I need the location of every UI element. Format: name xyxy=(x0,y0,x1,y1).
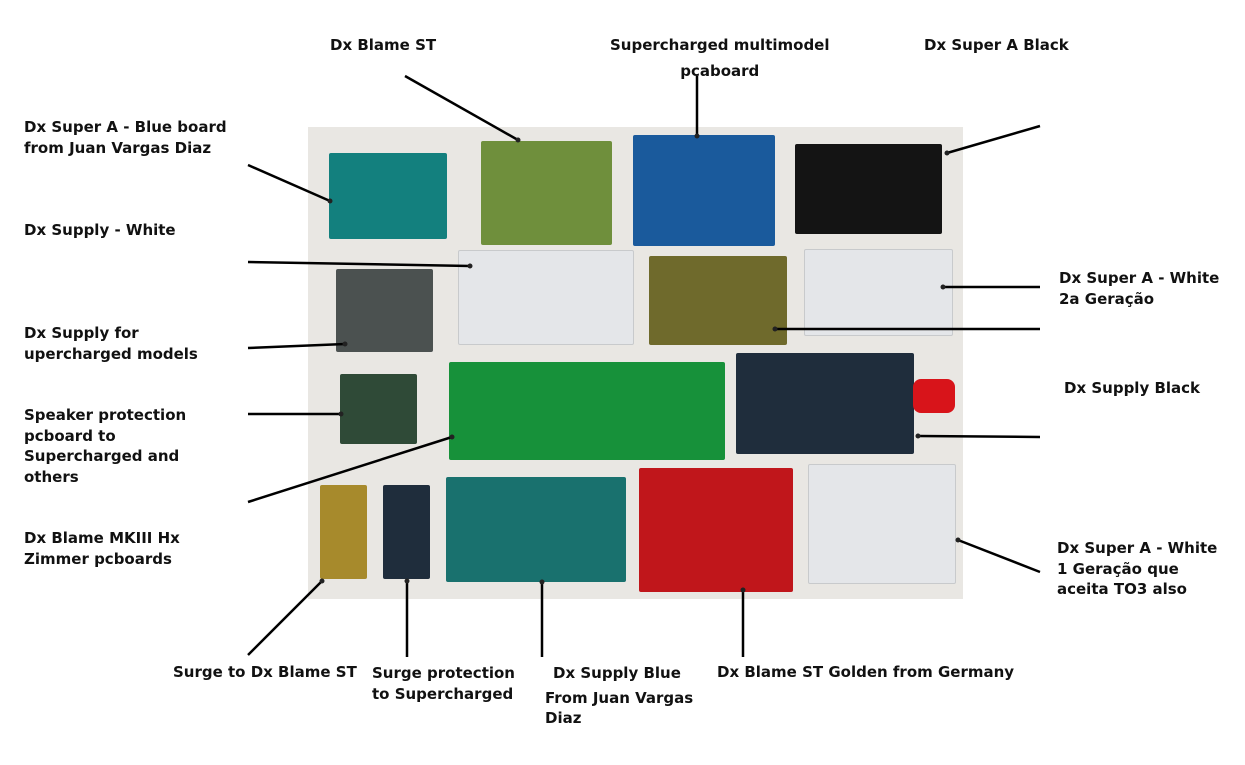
pcb-supercharged-multimodel xyxy=(633,135,775,246)
leader-supply-super xyxy=(247,342,346,350)
pcb-supply-brown xyxy=(649,256,787,345)
pcb-super-a-white-2 xyxy=(804,249,953,336)
label-blame-st: Dx Blame ST xyxy=(330,36,437,54)
label-super-a-black: Dx Super A Black xyxy=(924,36,1069,54)
leader-surge-blame xyxy=(247,580,323,656)
pcb-mkiii-green xyxy=(449,362,725,460)
leader-super-a-white1 xyxy=(957,538,1041,574)
pcb-supply-super-gray xyxy=(336,269,433,352)
label-blame-golden: Dx Blame ST Golden from Germany xyxy=(717,663,1015,681)
leader-supply-white xyxy=(247,260,471,268)
pcb-supply-blue xyxy=(446,477,626,582)
pcb-super-a-white-1 xyxy=(808,464,956,584)
pcb-blame-golden-red xyxy=(639,468,793,592)
red-cap xyxy=(913,379,955,413)
leader-supply-black xyxy=(917,434,1041,439)
label-supercharged-multimodel: Supercharged multimodel pcaboard xyxy=(610,36,830,80)
pcb-super-a-blue xyxy=(329,153,447,239)
pcb-supply-white xyxy=(458,250,634,345)
pcb-photo xyxy=(308,127,963,599)
pcb-speaker-protection xyxy=(340,374,417,444)
label-surge-supercharged: Surge protection to Supercharged xyxy=(372,664,515,703)
label-super-a-blue: Dx Super A - Blue board from Juan Vargas… xyxy=(24,118,227,157)
label-supply-black: Dx Supply Black xyxy=(1064,379,1201,397)
label-speaker-protection: Speaker protection pcboard to Supercharg… xyxy=(24,406,187,486)
label-supply-white: Dx Supply - White xyxy=(24,221,176,239)
pcb-surge-blame xyxy=(320,485,367,579)
pcb-super-a-black xyxy=(795,144,942,234)
leader-mkiii xyxy=(247,435,453,504)
label-super-a-white-2: Dx Super A - White 2a Geração xyxy=(1059,269,1220,308)
label-blame-mkiii: Dx Blame MKIII Hx Zimmer pcboards xyxy=(24,529,180,568)
pcb-blame-st xyxy=(481,141,612,245)
leader-super-a-blue xyxy=(247,163,331,203)
pcb-supply-black xyxy=(736,353,914,454)
label-super-a-white-1: Dx Super A - White 1 Geração que aceita … xyxy=(1057,539,1218,598)
label-supply-blue: Dx Supply Blue From Juan Vargas Diaz xyxy=(545,664,694,727)
label-surge-blame: Surge to Dx Blame ST xyxy=(173,663,357,681)
label-supply-supercharged: Dx Supply for upercharged models xyxy=(24,324,198,363)
leader-blame-st xyxy=(404,74,519,142)
leader-super-a-black xyxy=(946,124,1041,155)
pcb-surge-super xyxy=(383,485,430,579)
